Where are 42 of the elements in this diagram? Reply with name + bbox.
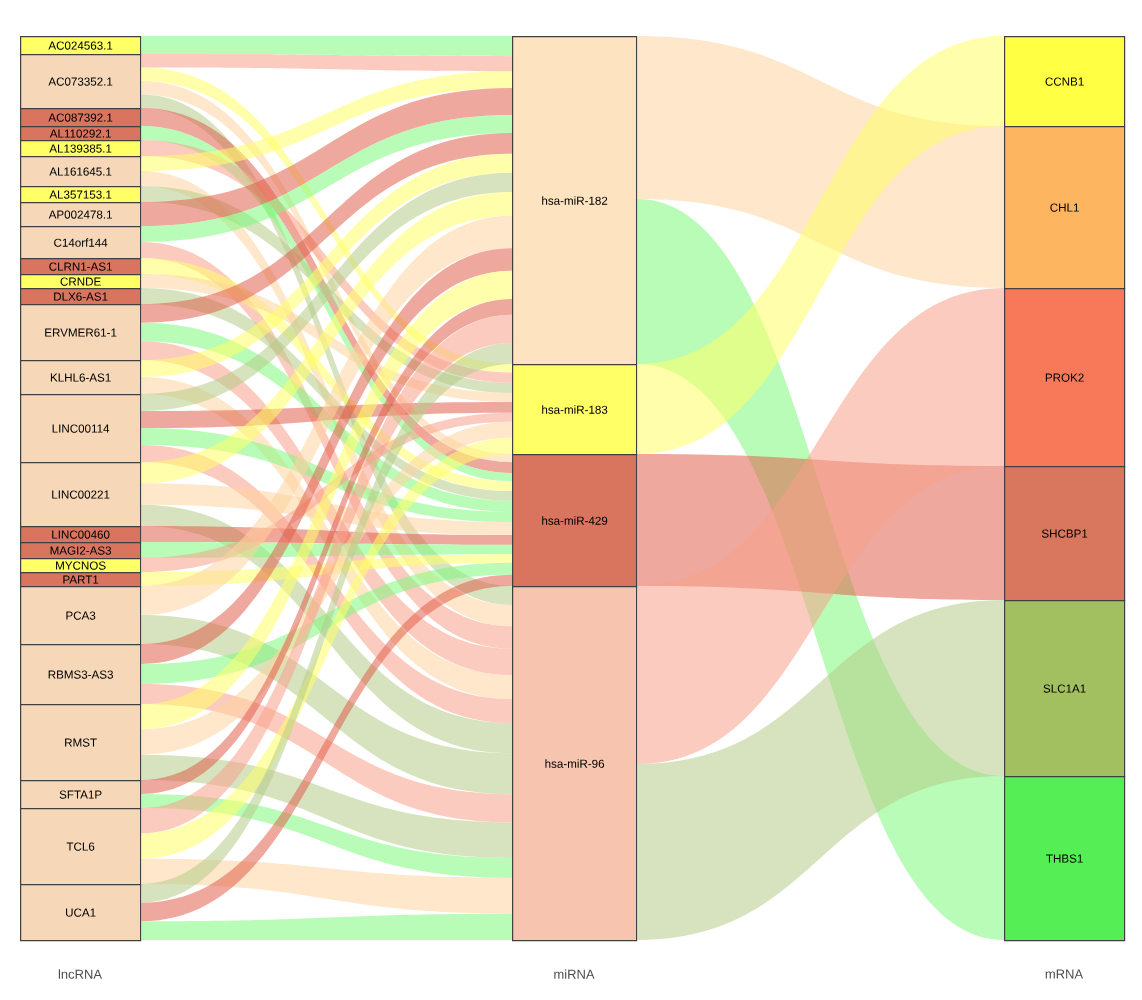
- flow-ribbon: [141, 54, 512, 72]
- flow-ribbon: [141, 542, 512, 558]
- flow-ribbon: [141, 684, 512, 823]
- flow-ribbon: [141, 574, 512, 922]
- flow-ribbon: [141, 445, 512, 724]
- flow-ribbon: [141, 71, 512, 171]
- flow-ribbon: [141, 288, 512, 501]
- flow-ribbon: [637, 288, 1004, 764]
- flow-ribbon: [141, 421, 512, 755]
- flow-ribbon: [141, 322, 512, 512]
- flow-ribbon: [141, 526, 512, 545]
- flow-ribbon: [637, 36, 1004, 454]
- flow-ribbon: [141, 36, 512, 57]
- flow-ribbon: [141, 341, 512, 676]
- flow-ribbon: [141, 913, 512, 940]
- flow-ribbon: [141, 412, 512, 572]
- flow-ribbon: [141, 114, 512, 242]
- flow-ribbon: [141, 67, 512, 373]
- flow-ribbon: [637, 36, 1004, 288]
- flow-ribbon: [637, 600, 1004, 940]
- flow-ribbon: [141, 258, 512, 492]
- flow-ribbon: [141, 132, 512, 323]
- flow-ribbon: [141, 401, 512, 428]
- flow-ribbon: [637, 199, 1004, 940]
- flow-ribbon: [141, 274, 512, 402]
- flow-ribbon: [141, 554, 512, 586]
- flow-ribbon: [141, 270, 512, 730]
- flow-ribbon: [141, 377, 512, 700]
- flow-ribbon: [141, 754, 512, 859]
- flow-ribbon: [141, 794, 512, 878]
- flow-ribbon: [141, 88, 512, 226]
- flow-ribbon: [141, 615, 512, 795]
- flow-ribbon: [141, 437, 512, 859]
- flow-ribbon: [141, 562, 512, 684]
- flow-ribbon: [141, 858, 512, 914]
- flow-ribbon: [141, 504, 512, 754]
- flow-ribbon: [141, 483, 512, 535]
- flow-ribbon: [637, 454, 1004, 600]
- flow-ribbon: [141, 94, 512, 606]
- flow-ribbon: [141, 191, 512, 484]
- flow-ribbon: [141, 428, 512, 523]
- flow-ribbon: [141, 343, 512, 903]
